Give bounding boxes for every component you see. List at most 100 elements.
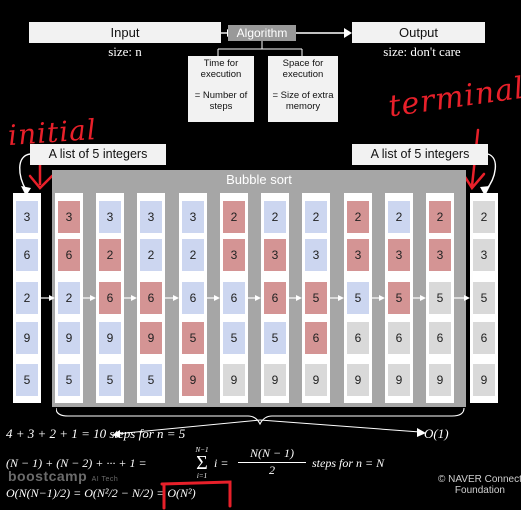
- array-cell: 9: [347, 364, 369, 396]
- array-cell: 3: [16, 201, 38, 233]
- array-cell: 3: [388, 239, 410, 271]
- array-cell: 3: [223, 239, 245, 271]
- step-arrow-head: [296, 295, 302, 301]
- array-cell: 5: [223, 322, 245, 354]
- brace-arrows: [112, 419, 426, 438]
- copyright-line-2: Foundation: [454, 485, 505, 496]
- arrow-algorithm-to-output: [296, 28, 352, 38]
- array-cell: 2: [264, 201, 286, 233]
- output-box: Output: [352, 22, 485, 43]
- time-box-line: = Number of: [194, 90, 248, 101]
- array-cell: 6: [388, 322, 410, 354]
- array-cell: 6: [182, 282, 204, 314]
- array-cell: 9: [16, 322, 38, 354]
- step-arrow-head: [379, 295, 385, 301]
- array-cell: 5: [473, 282, 495, 314]
- array-cell: 9: [140, 322, 162, 354]
- array-cell: 2: [473, 201, 495, 233]
- step-arrow-head: [420, 295, 426, 301]
- array-cell: 6: [305, 322, 327, 354]
- array-cell: 9: [429, 364, 451, 396]
- step-arrow-head: [464, 295, 470, 301]
- fraction-numerator: N(N − 1): [238, 446, 306, 463]
- copyright-line-1: © NAVER Connect: [438, 474, 521, 485]
- curved-arrows: [19, 153, 496, 196]
- array-cell: 2: [99, 239, 121, 271]
- input-size-label: size: n: [108, 44, 142, 59]
- array-cell: 6: [347, 322, 369, 354]
- array-cell: 5: [99, 364, 121, 396]
- step-arrow-head: [173, 295, 179, 301]
- array-cell: 3: [429, 239, 451, 271]
- array-cell: 2: [182, 239, 204, 271]
- array-cell: 2: [223, 201, 245, 233]
- array-cell: 5: [264, 322, 286, 354]
- sum-bottom: i=1: [196, 472, 208, 480]
- algorithm-connector: [217, 41, 303, 57]
- output-size-label: size: don't care: [383, 44, 461, 59]
- summation: N−1 Σ i=1: [192, 446, 212, 480]
- sum-body: i =: [214, 456, 229, 470]
- array-cell: 6: [429, 322, 451, 354]
- array-cell: 9: [99, 322, 121, 354]
- array-cell: 9: [223, 364, 245, 396]
- array-cell: 3: [347, 239, 369, 271]
- array-cell: 5: [58, 364, 80, 396]
- array-cell: 2: [305, 201, 327, 233]
- array-cell: 6: [99, 282, 121, 314]
- watermark-sub: AI Tech: [91, 476, 119, 483]
- step-arrow-head: [338, 295, 344, 301]
- array-cell: 3: [473, 239, 495, 271]
- array-cell: 6: [58, 239, 80, 271]
- step-arrow-head: [214, 295, 220, 301]
- array-cell: 2: [16, 282, 38, 314]
- array-cell: 6: [223, 282, 245, 314]
- step-arrow-head: [90, 295, 96, 301]
- array-cell: 9: [182, 364, 204, 396]
- time-box-line: Time for: [203, 58, 239, 69]
- array-cell: 9: [388, 364, 410, 396]
- array-cell: 5: [140, 364, 162, 396]
- array-cell: 3: [305, 239, 327, 271]
- array-cell: 6: [16, 239, 38, 271]
- array-cell: 5: [16, 364, 38, 396]
- copyright: © NAVER Connect Foundation: [438, 474, 521, 496]
- step-arrow-head: [131, 295, 137, 301]
- input-box: Input: [29, 22, 221, 43]
- space-box-line: execution: [282, 69, 324, 80]
- array-cell: 3: [140, 201, 162, 233]
- space-box-line: memory: [285, 101, 321, 112]
- array-cell: 5: [388, 282, 410, 314]
- array-cell: 5: [429, 282, 451, 314]
- array-cell: 2: [388, 201, 410, 233]
- watermark: boostcamp AI Tech: [8, 468, 118, 484]
- array-cell: 6: [140, 282, 162, 314]
- array-cell: 3: [182, 201, 204, 233]
- fraction-denominator: 2: [269, 463, 275, 477]
- handwritten-highlight: [160, 480, 232, 510]
- array-cell: 9: [305, 364, 327, 396]
- array-cell: 9: [473, 364, 495, 396]
- sigma-icon: Σ: [196, 452, 208, 474]
- space-box: Space for execution = Size of extra memo…: [268, 56, 338, 122]
- array-cell: 2: [140, 239, 162, 271]
- space-box-line: Space for: [282, 58, 324, 69]
- array-cell: 5: [347, 282, 369, 314]
- right-list-label: A list of 5 integers: [352, 144, 488, 165]
- bubble-sort-title: Bubble sort: [226, 172, 292, 187]
- fraction: N(N − 1) 2: [238, 446, 306, 478]
- array-cell: 6: [264, 282, 286, 314]
- algorithm-box: Algorithm: [228, 25, 296, 41]
- array-cell: 9: [264, 364, 286, 396]
- formula-line-3: O(N(N−1)/2) = O(N²/2 − N/2) = O(N²): [6, 486, 196, 500]
- formula-line-2-left: (N − 1) + (N − 2) + ··· + 1 =: [6, 456, 147, 470]
- array-cell: 5: [182, 322, 204, 354]
- formula-line-2-right: steps for n = N: [312, 456, 385, 470]
- step-arrow-head: [49, 295, 55, 301]
- left-list-label: A list of 5 integers: [30, 144, 166, 165]
- array-cell: 5: [305, 282, 327, 314]
- time-box: Time for execution = Number of steps: [188, 56, 254, 122]
- array-cell: 2: [347, 201, 369, 233]
- array-cell: 6: [473, 322, 495, 354]
